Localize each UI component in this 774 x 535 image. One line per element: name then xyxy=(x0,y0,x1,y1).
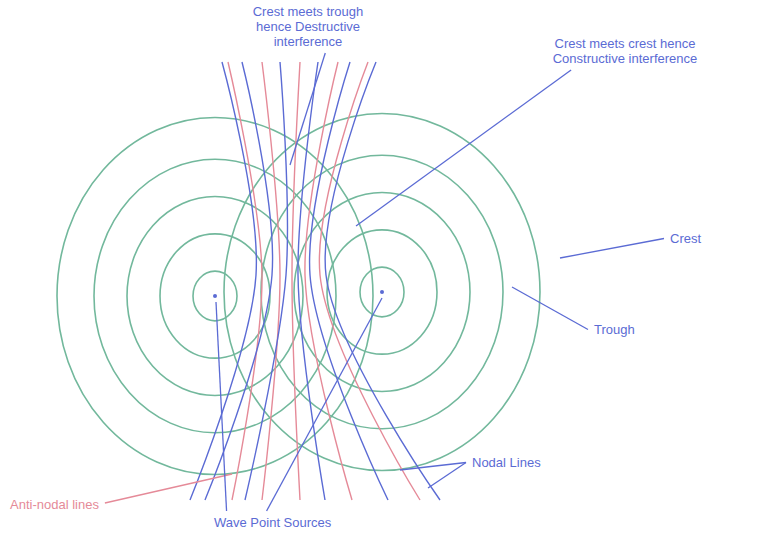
nodal-line xyxy=(245,62,287,500)
leader-line xyxy=(267,298,382,511)
wavefront xyxy=(193,271,237,321)
leader-line xyxy=(216,302,227,511)
wavefront xyxy=(360,267,404,317)
source-label: Wave Point Sources xyxy=(212,515,333,530)
nodal-line xyxy=(325,62,440,500)
point-source xyxy=(380,290,384,294)
point-source xyxy=(213,294,217,298)
wavefront xyxy=(261,155,503,428)
leader-line xyxy=(560,239,664,259)
wave-label: Crest xyxy=(668,231,703,246)
leader-line xyxy=(356,70,571,226)
leader-line xyxy=(290,53,325,165)
anti-nodal-line xyxy=(319,62,420,500)
leader-lines xyxy=(105,53,664,511)
wavefront xyxy=(294,193,470,392)
leader-line xyxy=(428,463,466,489)
leader-line xyxy=(105,474,232,503)
callout-text: Crest meets trough hence Destructive int… xyxy=(236,4,380,49)
callout-text: Crest meets crest hence Constructive int… xyxy=(548,36,702,66)
wavefront xyxy=(327,230,437,354)
nodal-line-set xyxy=(190,62,440,500)
leader-line xyxy=(512,287,588,330)
line-label: Nodal Lines xyxy=(470,455,543,470)
nodal-line xyxy=(310,62,388,500)
wave-label: Trough xyxy=(592,322,637,337)
line-label: Anti-nodal lines xyxy=(8,497,101,512)
